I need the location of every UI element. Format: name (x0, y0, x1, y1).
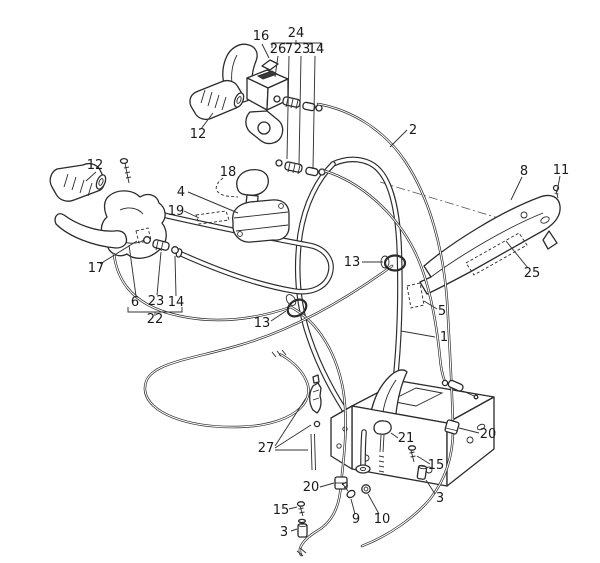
part-callout-8-17: 8 (520, 164, 528, 179)
second-cable (323, 169, 479, 400)
part-callout-16-0: 16 (253, 29, 270, 44)
part-callout-3-31: 3 (280, 525, 288, 540)
cover-outline (419, 194, 561, 295)
part-callout-1-22: 1 (440, 330, 448, 345)
cover-decal (465, 232, 528, 276)
parts-27 (309, 374, 322, 471)
bolt-9 (341, 481, 356, 499)
grip-left (49, 163, 107, 202)
cover-slot (540, 216, 550, 224)
bracket-22 (127, 307, 183, 316)
cover-tab (542, 230, 558, 250)
part-callout-27-24: 27 (258, 441, 275, 456)
adjuster-20-right (444, 419, 460, 435)
handlebar-pivot-end (355, 429, 371, 474)
part-callout-21-25: 21 (398, 431, 415, 446)
part-callout-14-14: 14 (168, 295, 185, 310)
part-callout-18-9: 18 (220, 165, 237, 180)
brake-lever-assembly (49, 157, 179, 259)
part-callout-13-20: 13 (344, 255, 361, 270)
part-callout-13-23: 13 (254, 316, 271, 331)
part-callout-15-30: 15 (273, 503, 290, 518)
throttle-slot (256, 70, 279, 80)
part-callout-24-1: 24 (288, 26, 305, 41)
loop-cable (143, 264, 394, 429)
part-callout-9-32: 9 (352, 512, 360, 527)
part-callout-14-5: 14 (308, 42, 325, 57)
part-callout-12-6: 12 (190, 127, 207, 142)
part-callout-4-8: 4 (177, 185, 185, 200)
brake-cable (112, 252, 347, 557)
part-callout-3-27: 3 (436, 491, 444, 506)
part-callout-15-26: 15 (428, 458, 445, 473)
hardware (296, 374, 460, 538)
bracket-24 (271, 40, 322, 48)
part-callout-10-33: 10 (374, 512, 391, 527)
leader-lines (85, 40, 561, 532)
part-callout-7-3: 7 (285, 42, 293, 57)
knob-18-leader (215, 177, 239, 198)
cables (112, 102, 479, 557)
part-callout-12-7: 12 (87, 158, 104, 173)
grip-top (189, 80, 245, 120)
part-callout-6-12: 6 (131, 295, 139, 310)
cable-clip-left (285, 294, 308, 318)
washer-10 (361, 484, 371, 494)
part-callout-2-16: 2 (409, 123, 417, 138)
cover-hole (520, 211, 528, 219)
part-callout-5-21: 5 (438, 304, 446, 319)
part-callout-20-28: 20 (480, 427, 497, 442)
part-callout-11-18: 11 (553, 163, 570, 178)
brake-lever-blade (54, 213, 128, 249)
knob-21 (373, 420, 392, 473)
decal-16-target (261, 59, 279, 71)
lever-screw (119, 157, 132, 184)
decal-19 (195, 210, 230, 225)
brake-cable-fittings (143, 236, 179, 254)
clamp-body (232, 199, 290, 243)
spacer-3-right (416, 464, 428, 480)
group-leader-verticals (274, 55, 316, 170)
throttle-lever-assembly (189, 43, 326, 177)
throttle-cable-2 (316, 102, 455, 548)
part-callout-26-2: 26 (270, 42, 287, 57)
part-callout-23-4: 23 (294, 42, 311, 57)
part-callout-19-10: 19 (168, 204, 185, 219)
knob-18 (236, 168, 269, 196)
screw-15-left (296, 501, 306, 517)
part-callout-25-19: 25 (524, 266, 541, 281)
cover-inner-edge (430, 212, 544, 278)
decal-5 (406, 282, 425, 309)
part-callout-22-15: 22 (147, 312, 164, 327)
part-callout-23-13: 23 (148, 294, 165, 309)
handlebar-clamp (232, 168, 290, 243)
alignment-line (379, 181, 519, 225)
bushing-3-left (297, 518, 308, 538)
part-callout-17-11: 17 (88, 261, 105, 276)
throttle-cable-fittings (273, 95, 326, 177)
screw-15-right (407, 445, 417, 463)
part-callout-20-29: 20 (303, 480, 320, 495)
bracket-left-plate (330, 405, 353, 470)
